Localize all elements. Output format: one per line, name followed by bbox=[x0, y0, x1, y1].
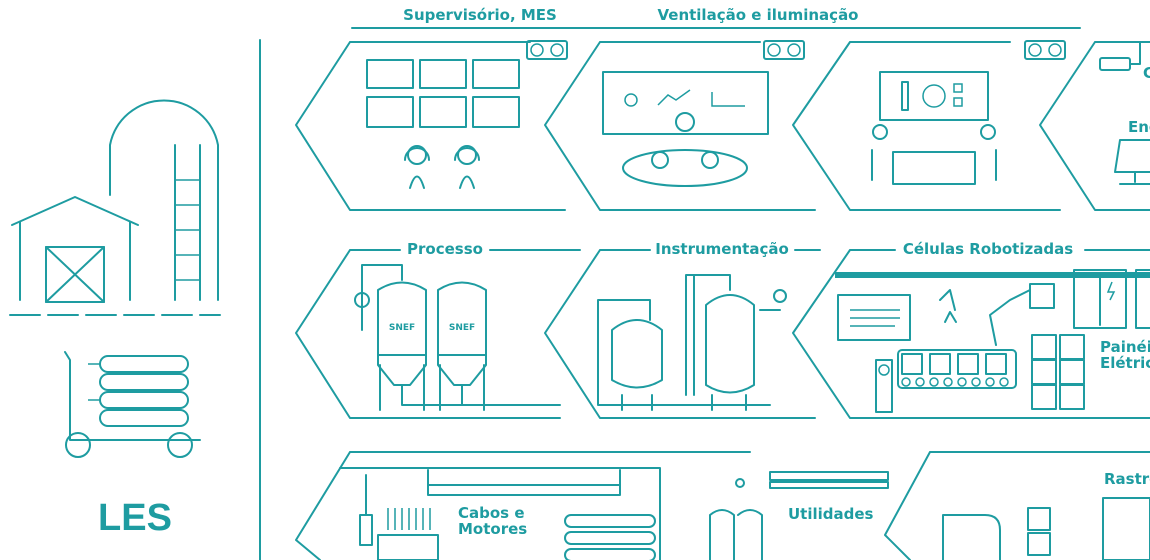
label-cables-2: Motores bbox=[458, 520, 527, 538]
label-cctv: C bbox=[1143, 64, 1150, 82]
cctv-camera-icon bbox=[1099, 41, 1141, 71]
label-instrumentation: Instrumentação bbox=[655, 240, 789, 258]
label-process: Processo bbox=[407, 240, 483, 258]
utilities-tank-icon bbox=[709, 478, 763, 560]
tank-brand: SNEF bbox=[449, 323, 475, 333]
instrumentation-icon bbox=[597, 274, 787, 411]
electrical-panel-icon bbox=[1073, 269, 1150, 329]
label-energy: Ene bbox=[1128, 118, 1150, 136]
forklift-icon bbox=[942, 497, 1150, 560]
label-tracking: Rastre bbox=[1104, 470, 1150, 488]
monitor-wall-icon bbox=[366, 59, 520, 189]
barn-silo-icon bbox=[9, 99, 221, 316]
row2-panels: SNEF SNEF bbox=[295, 249, 1150, 419]
header-ventilation: Ventilação e iluminação bbox=[657, 6, 858, 24]
pipe-cart-icon bbox=[64, 351, 201, 458]
label-utilities: Utilidades bbox=[788, 505, 874, 523]
robotic-cell-icon bbox=[837, 283, 1085, 413]
row1-panels bbox=[295, 40, 1150, 211]
motor-icon bbox=[359, 474, 439, 560]
row3-panels bbox=[295, 451, 1150, 560]
label-cables-1: Cabos e bbox=[458, 504, 525, 522]
solar-panel-icon bbox=[1114, 139, 1150, 185]
les-title: LES bbox=[98, 497, 172, 539]
ventilation-duct-icon bbox=[769, 471, 889, 489]
tank-brand: SNEF bbox=[389, 323, 415, 333]
label-panels-1: Painéi bbox=[1100, 338, 1150, 356]
workstation-icon bbox=[871, 71, 997, 185]
fan-icon bbox=[1024, 40, 1066, 60]
header-supervisory: Supervisório, MES bbox=[403, 6, 557, 24]
fan-icon bbox=[526, 40, 568, 60]
label-panels-2: Elétric bbox=[1100, 354, 1150, 372]
fan-icon bbox=[763, 40, 805, 60]
label-robotic-cells: Células Robotizadas bbox=[903, 240, 1073, 258]
heat-exchanger-icon bbox=[564, 514, 656, 560]
meeting-icon bbox=[602, 71, 769, 187]
tank-icon: SNEF SNEF bbox=[354, 264, 561, 411]
